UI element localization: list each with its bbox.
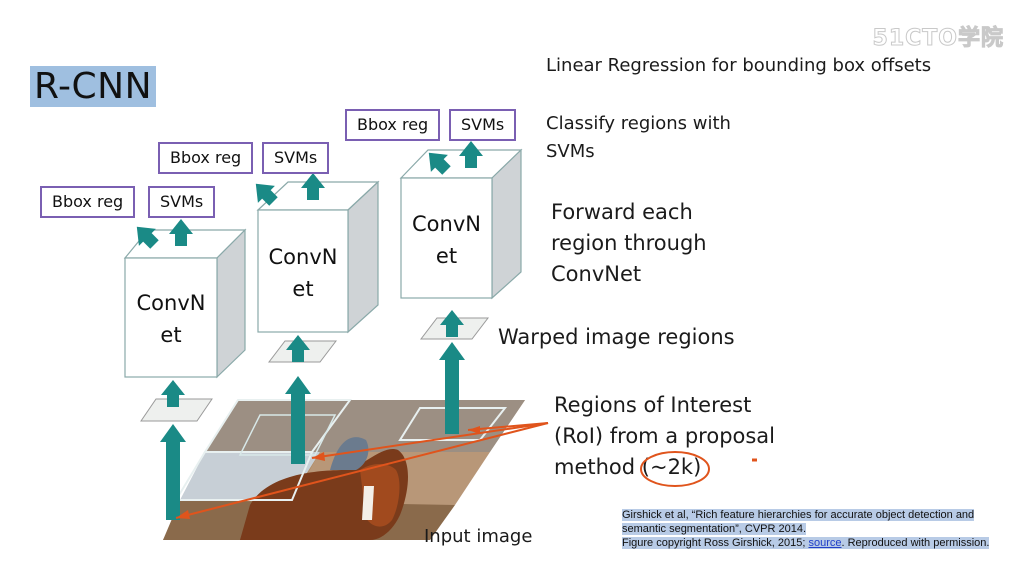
input-image — [163, 399, 525, 540]
title-text: R-CNN — [30, 66, 157, 107]
citation-line2: semantic segmentation”, CVPR 2014. — [622, 523, 807, 535]
roi-count-circle — [640, 451, 710, 487]
page-title: R-CNN — [30, 66, 157, 107]
step-roi-line1: Regions of Interest — [554, 393, 752, 417]
citation-line3-prefix: Figure copyright Ross Girshick, 2015; — [622, 537, 809, 549]
convnet-label-line1: ConvN — [268, 245, 338, 269]
bbox-reg-box-2: Bbox reg — [158, 142, 254, 174]
convnet-cube-3 — [399, 148, 523, 300]
convnet-label-line1: ConvN — [136, 291, 206, 315]
source-link[interactable]: source — [808, 537, 842, 549]
convnet-label-3: ConvN et — [401, 208, 492, 272]
watermark-logo: 51CTO学院 — [872, 26, 1004, 52]
step-linear-regression: Linear Regression for bounding box offse… — [546, 55, 932, 76]
convnet-label-line1: ConvN — [412, 212, 481, 236]
step-forward-line2: region through — [551, 231, 707, 255]
step-classify-line1: Classify regions with — [546, 113, 731, 134]
step-forward: Forward each region through ConvNet — [551, 197, 707, 290]
citation-line1: Girshick et al, “Rich feature hierarchie… — [622, 509, 975, 521]
arrows-warped-to-cnn — [161, 310, 464, 407]
step-roi-count: (~2k) — [641, 455, 702, 479]
citation: Girshick et al, “Rich feature hierarchie… — [622, 508, 1004, 550]
svms-box-2: SVMs — [262, 142, 330, 174]
input-image-label: Input image — [424, 526, 533, 547]
step-roi-line3-prefix: method — [554, 455, 642, 479]
convnet-label-line2: et — [160, 323, 182, 347]
convnet-label-2: ConvN et — [258, 241, 348, 305]
citation-line3-suffix: . Reproduced with permission. — [841, 537, 990, 549]
bbox-reg-box-3: Bbox reg — [345, 109, 441, 141]
roi-arrowheads — [176, 426, 480, 519]
step-warped: Warped image regions — [498, 325, 735, 349]
roi-annotation-arrows — [175, 422, 549, 519]
bbox-reg-box-1: Bbox reg — [40, 186, 136, 218]
step-forward-line3: ConvNet — [551, 262, 642, 286]
step-forward-line1: Forward each — [551, 200, 693, 224]
step-classify: Classify regions with SVMs — [546, 110, 731, 166]
warped-region-1 — [140, 398, 213, 422]
convnet-label-line2: et — [435, 244, 458, 268]
convnet-label-line2: et — [292, 277, 314, 301]
arrows-image-to-warped — [160, 342, 465, 520]
convnet-label-1: ConvN et — [125, 287, 217, 351]
step-classify-line2: SVMs — [546, 141, 595, 162]
step-roi-line3: method (~2k) — [554, 452, 775, 483]
svms-box-3: SVMs — [449, 109, 517, 141]
step-roi-line2: (RoI) from a proposal — [554, 424, 776, 448]
svms-box-1: SVMs — [148, 186, 216, 218]
step-roi: Regions of Interest (RoI) from a proposa… — [554, 390, 775, 483]
